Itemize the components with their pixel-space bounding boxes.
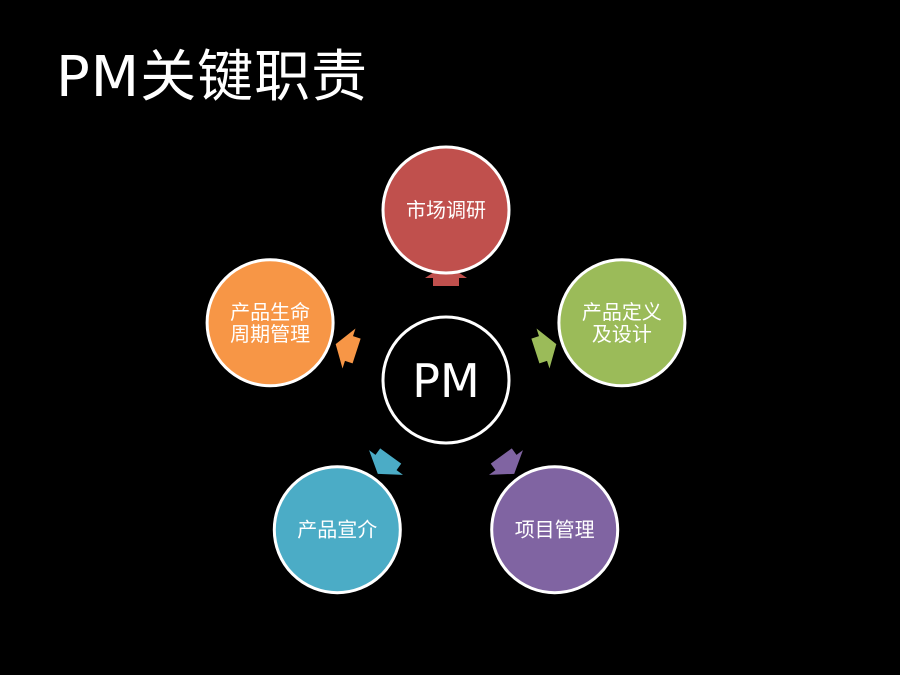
- node-label-product-promotion-line-1: 产品宣介: [297, 518, 377, 542]
- center-label: PM: [412, 354, 479, 408]
- node-product-promotion: 产品宣介: [272, 465, 402, 595]
- slide-title: PM关键职责: [56, 45, 369, 110]
- arrows-layer: [335, 264, 557, 475]
- node-project-management: 项目管理: [490, 465, 620, 595]
- node-circle-lifecycle-management: [205, 258, 335, 388]
- arrow-icon-project-management: [488, 448, 523, 475]
- arrow-icon-product-definition: [531, 328, 557, 369]
- arrow-icon-lifecycle-management: [335, 328, 361, 369]
- node-circle-product-definition: [557, 258, 687, 388]
- node-label-project-management-line-1: 项目管理: [515, 518, 595, 542]
- center-node-pm: PM: [381, 315, 511, 445]
- node-circle-product-promotion: [272, 465, 402, 595]
- node-circle-market-research: [381, 145, 511, 275]
- node-label-product-definition-line-1: 产品定义: [582, 300, 662, 324]
- arrow-icon-product-promotion: [369, 448, 404, 475]
- node-label-product-definition-line-2: 及设计: [592, 322, 652, 346]
- center-circle: [381, 315, 511, 445]
- arrow-icon-market-research: [425, 264, 467, 286]
- node-market-research: 市场调研: [381, 145, 511, 275]
- node-label-lifecycle-management-line-2: 周期管理: [230, 322, 310, 346]
- node-circle-project-management: [490, 465, 620, 595]
- node-label-lifecycle-management-line-1: 产品生命: [230, 300, 310, 324]
- node-label-market-research-line-1: 市场调研: [406, 198, 486, 222]
